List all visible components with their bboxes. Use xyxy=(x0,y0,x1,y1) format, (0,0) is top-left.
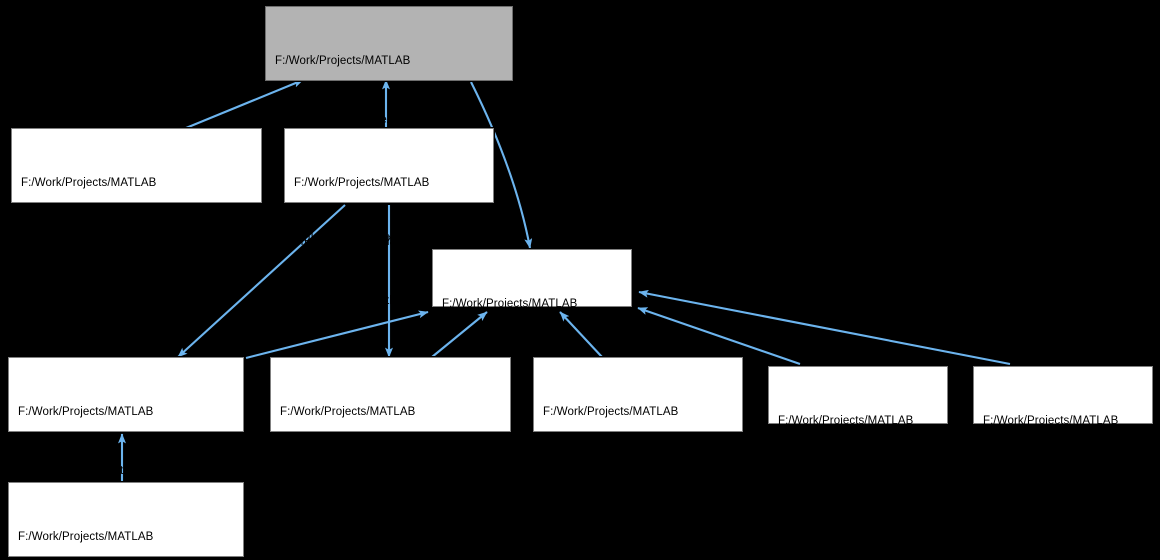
node-stm32f4xx-matlab-conf-h[interactable]: F:/Work/Projects/MATLAB /matlab_stm_emul… xyxy=(283,127,495,366)
edge-mcu-wrapper-c-to-mcu-wrapper-conf-h xyxy=(638,289,1011,366)
node-mcu-c[interactable]: F:/Work/Projects/MATLAB /matlab_stm_emul… xyxy=(767,365,949,545)
edge-mcu-c-to-mcu-wrapper-conf-h xyxy=(637,307,801,365)
node-line: F:/Work/Projects/MATLAB xyxy=(442,298,578,311)
node-line: F:/Work/Projects/MATLAB xyxy=(294,177,430,190)
node-line: F:/Work/Projects/MATLAB xyxy=(778,415,914,428)
edge-gpio-h-to-mcu-wrapper-conf-h xyxy=(470,81,533,249)
node-line: F:/Work/Projects/MATLAB xyxy=(280,406,416,419)
node-mcu-wrapper-conf-h[interactable]: F:/Work/Projects/MATLAB /matlab_stm_emul… xyxy=(431,248,633,428)
node-mcu-wrapper-c[interactable]: F:/Work/Projects/MATLAB /matlab_stm_emul… xyxy=(972,365,1154,545)
edge-matlab-conf-c-to-mcu-wrapper-conf-h xyxy=(559,311,603,358)
node-stm32f4xx-matlab-conf-c[interactable]: F:/Work/Projects/MATLAB /matlab_stm_emul… xyxy=(532,356,744,536)
node-line: /matlab_stm_emulate/MCU xyxy=(280,464,422,477)
node-line: F:/Work/Projects/MATLAB xyxy=(18,406,154,419)
node-line: F:/Work/Projects/MATLAB xyxy=(18,531,154,544)
node-stm32f4xx-matlab-rcc-h[interactable]: F:/Work/Projects/MATLAB /matlab_stm_emul… xyxy=(269,356,512,536)
node-line: _Wrapper/MCU.c xyxy=(813,532,904,545)
node-line: _STM32F4xx_Matlab/STM32F4xx xyxy=(21,294,199,307)
node-line: /matlab_stm_emulate/MCU xyxy=(983,473,1125,486)
node-line: _Wrapper/mcu_wrapper.c xyxy=(996,532,1131,545)
node-stm32f4xx-matlab-gpio-h[interactable]: F:/Work/Projects/MATLAB /matlab_stm_emul… xyxy=(264,5,514,244)
node-stm32f4xx-matlab-tim-c[interactable]: F:/Work/Projects/MATLAB /matlab_stm_emul… xyxy=(7,481,245,558)
node-line: /matlab_stm_emulate/MCU xyxy=(294,235,436,248)
node-line: _STM32F4xx_Matlab/stm32f4xx xyxy=(294,294,462,307)
node-line: F:/Work/Projects/MATLAB xyxy=(275,55,411,68)
edge-gpio-c-to-gpio-h xyxy=(185,79,304,129)
node-stm32f4xx-matlab-gpio-c[interactable]: F:/Work/Projects/MATLAB /matlab_stm_emul… xyxy=(10,127,263,366)
node-line: /matlab_stm_emulate/MCU xyxy=(275,113,417,126)
node-line: /matlab_stm_emulate/MCU xyxy=(18,464,160,477)
node-line: _SIMULINK/stm32f4xx_matlab_gpio.h xyxy=(275,231,474,244)
node-line: F:/Work/Projects/MATLAB xyxy=(543,406,679,419)
node-line: F:/Work/Projects/MATLAB xyxy=(983,415,1119,428)
edge-tim-h-to-mcu-wrapper-conf-h xyxy=(245,310,429,360)
node-line: /matlab_stm_emulate/MCU xyxy=(543,464,685,477)
node-line: /matlab_stm_emulate/MCU xyxy=(778,473,920,486)
node-line: _STM32F4xx_Matlab/STM32F4xx xyxy=(280,523,458,536)
node-line: /matlab_stm_emulate/MCU xyxy=(21,235,163,248)
node-line: F:/Work/Projects/MATLAB xyxy=(21,177,157,190)
node-stm32f4xx-matlab-tim-h[interactable]: F:/Work/Projects/MATLAB /matlab_stm_emul… xyxy=(7,356,245,536)
edge-matlab-conf-h-to-tim-h xyxy=(177,204,346,358)
node-line: _STM32F4xx_Matlab/stm32f4xx xyxy=(543,523,711,536)
edge-rcc-h-to-mcu-wrapper-conf-h xyxy=(431,311,488,358)
